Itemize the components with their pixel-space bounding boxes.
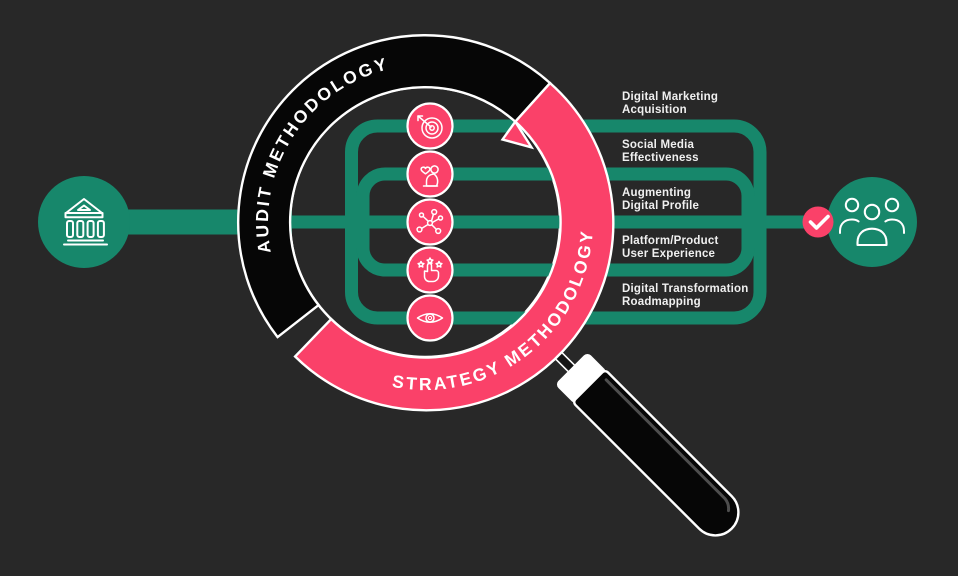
- item-label-3: Augmenting Digital Profile: [622, 187, 872, 213]
- right-node: [827, 177, 917, 267]
- click-stars-icon: [406, 246, 454, 294]
- check-badge: [802, 206, 834, 238]
- item-label-2: Social Media Effectiveness: [622, 139, 872, 165]
- left-node: [38, 176, 130, 268]
- handle-body: [573, 370, 740, 537]
- item-label-1-line2: Acquisition: [622, 104, 687, 116]
- check-badge-circle: [802, 206, 834, 238]
- item-label-4: Platform/Product User Experience: [622, 235, 872, 261]
- handle-highlight: [604, 378, 731, 513]
- handle-collar: [556, 353, 606, 403]
- item-icons: [406, 102, 454, 342]
- strategy-arrowhead: [500, 119, 535, 150]
- target-arrow-icon: [406, 102, 454, 150]
- item-label-4-line2: User Experience: [622, 248, 716, 260]
- item-label-3-line2: Digital Profile: [622, 200, 700, 212]
- item-label-2-line1: Social Media: [622, 139, 695, 151]
- magnifier-handle: [548, 345, 740, 537]
- person-heart-icon: [406, 150, 454, 198]
- item-label-5: Digital Transformation Roadmapping: [622, 283, 872, 309]
- item-label-5-line1: Digital Transformation: [622, 283, 749, 295]
- item-label-1-line1: Digital Marketing: [622, 91, 719, 103]
- people-icon: [839, 197, 905, 247]
- strategy-arc: [293, 81, 615, 412]
- item-label-3-line1: Augmenting: [622, 187, 692, 199]
- eye-icon: [406, 294, 454, 342]
- item-label-2-line2: Effectiveness: [622, 152, 699, 164]
- item-label-4-line1: Platform/Product: [622, 235, 719, 247]
- bank-icon: [63, 198, 108, 246]
- item-label-5-line2: Roadmapping: [622, 296, 701, 308]
- check-icon: [808, 214, 830, 230]
- audit-arc: [236, 34, 552, 339]
- item-label-1: Digital Marketing Acquisition: [622, 91, 872, 117]
- network-icon: [406, 198, 454, 246]
